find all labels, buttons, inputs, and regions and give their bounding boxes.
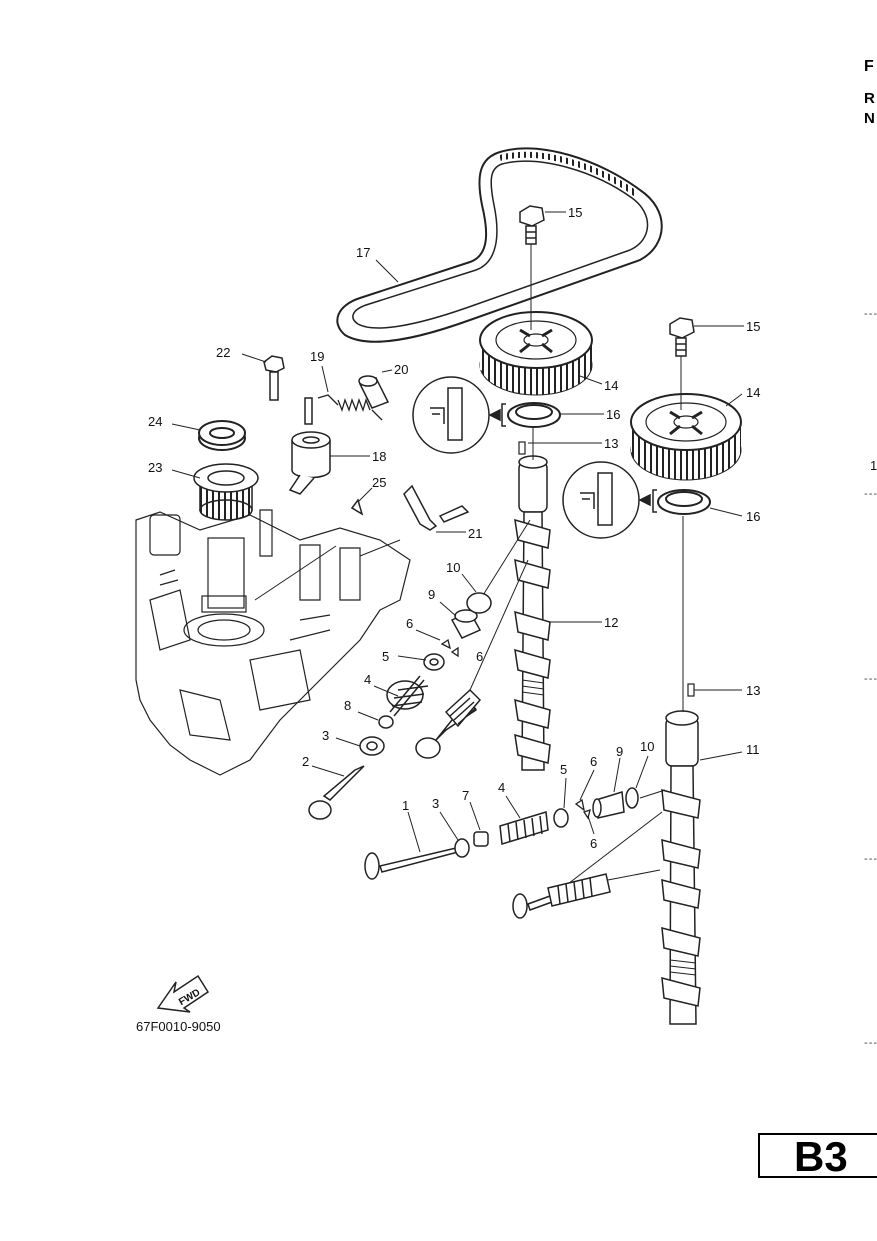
callout-22: 22	[216, 345, 230, 360]
callout-6: 6	[476, 649, 483, 664]
margin-dashes: - - -	[864, 853, 877, 865]
camshaft-pulley-lower	[630, 393, 742, 481]
callout-16: 16	[606, 407, 620, 422]
tensioner-spring	[317, 394, 383, 421]
margin-dashes: - - -	[864, 1037, 877, 1049]
callout-5: 5	[560, 762, 567, 777]
belt-tensioner	[288, 397, 331, 495]
valve-stem-seal-left	[359, 736, 385, 756]
margin-dashes: - - -	[864, 673, 877, 685]
header-letter-f: F	[864, 58, 874, 75]
callout-25: 25	[372, 475, 386, 490]
callout-20: 20	[394, 362, 408, 377]
header-letter-n: N	[864, 110, 875, 127]
spring-retainer-lower	[553, 808, 569, 828]
valve-shim-lower	[625, 787, 639, 809]
callout-14: 14	[746, 385, 760, 400]
page-code: B3	[794, 1133, 848, 1180]
engine-block	[135, 509, 411, 776]
camshaft-intake	[514, 455, 551, 771]
tensioner-bolt	[263, 355, 285, 401]
pulley-bolt-left	[519, 205, 545, 245]
callout-2: 2	[302, 754, 309, 769]
callout-leaders	[171, 211, 744, 853]
camshaft-exhaust	[661, 710, 701, 1025]
callout-6: 6	[406, 616, 413, 631]
callout-16: 16	[746, 509, 760, 524]
callout-17: 17	[356, 245, 370, 260]
callout-13: 13	[604, 436, 618, 451]
crankshaft-nut	[198, 420, 246, 451]
callout-1: 1	[402, 798, 409, 813]
callout-21: 21	[468, 526, 482, 541]
callout-8: 8	[344, 698, 351, 713]
valve-spring-left	[386, 675, 429, 717]
oil-seal-upper	[507, 402, 561, 428]
valve-guide-lower	[473, 831, 489, 847]
callout-3: 3	[432, 796, 439, 811]
valve-cotter-left	[440, 638, 459, 658]
woodruff-key	[350, 498, 364, 516]
callout-11: 11	[746, 742, 760, 757]
forward-direction-arrow: FWD	[156, 974, 210, 1013]
callout-10: 10	[640, 739, 654, 754]
timing-belt	[336, 147, 663, 343]
valve-spring-lower	[499, 811, 549, 845]
margin-dashes: - - -	[864, 488, 877, 500]
callout-7: 7	[462, 788, 469, 803]
valve-cotter-lower	[574, 798, 591, 820]
pulley-bolt-right	[669, 317, 695, 357]
valve-lifter-lower	[592, 791, 625, 819]
valve-lifter-left	[450, 609, 482, 639]
callout-9: 9	[616, 744, 623, 759]
valve-exhaust	[364, 847, 460, 880]
callout-19: 19	[310, 349, 324, 364]
callout-15: 15	[746, 319, 760, 334]
callout-24: 24	[148, 414, 162, 429]
callout-6: 6	[590, 754, 597, 769]
seal-detail-inset-lower	[562, 461, 657, 539]
assembly-guide-lines	[254, 244, 684, 891]
callout-4: 4	[498, 780, 505, 795]
dowel-pin-upper	[518, 441, 526, 455]
callout-12: 12	[604, 615, 618, 630]
tensioner-bracket	[403, 484, 470, 531]
valve-assembly-left	[415, 688, 482, 759]
valve-assembly-lower	[512, 873, 611, 919]
callout-6: 6	[590, 836, 597, 851]
callout-5: 5	[382, 649, 389, 664]
callout-9: 9	[428, 587, 435, 602]
callout-10: 10	[446, 560, 460, 575]
callout-15: 15	[568, 205, 582, 220]
margin-dashes: - - -	[864, 308, 877, 320]
page-code-box: B3	[758, 1133, 877, 1180]
callout-14: 14	[604, 378, 618, 393]
callout-13: 13	[746, 683, 760, 698]
valve-stem-seal-lower	[454, 838, 470, 858]
side-number: 1	[870, 458, 877, 473]
header-letter-r: R	[864, 90, 875, 107]
crankshaft-drive-pulley	[193, 463, 259, 521]
diagram-code: 67F0010-9050	[136, 1019, 221, 1034]
tensioner-collar	[358, 375, 390, 409]
callout-23: 23	[148, 460, 162, 475]
valve-intake	[308, 765, 365, 820]
dowel-pin-lower	[687, 683, 695, 697]
valve-shim-left	[466, 592, 492, 614]
camshaft-pulley-upper	[479, 311, 593, 396]
callout-3: 3	[322, 728, 329, 743]
spring-retainer-left	[423, 653, 445, 671]
valve-seat-washer-left	[378, 715, 394, 729]
oil-seal-lower	[657, 489, 711, 515]
seal-detail-inset-upper	[412, 376, 506, 454]
callout-18: 18	[372, 449, 386, 464]
callout-4: 4	[364, 672, 371, 687]
